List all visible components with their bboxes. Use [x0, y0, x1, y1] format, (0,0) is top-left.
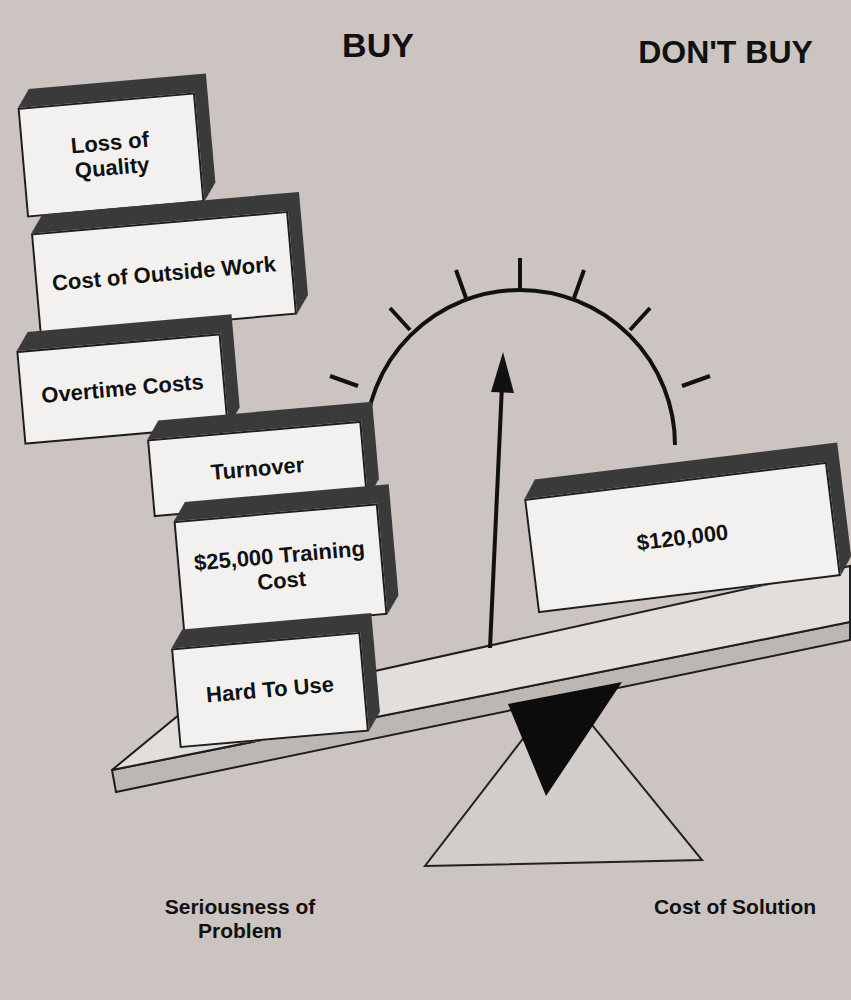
box-label: Overtime Costs	[30, 364, 215, 413]
problem-box: Hard To Use	[171, 632, 369, 748]
gauge-ticks	[330, 258, 710, 386]
problem-box: Cost of Outside Work	[31, 211, 297, 337]
fulcrum	[508, 682, 622, 796]
box-label: Hard To Use	[195, 667, 345, 713]
axis-label: Seriousness of Problem	[130, 895, 350, 943]
problem-box: Loss of Quality	[18, 92, 205, 217]
box-label: $120,000	[625, 514, 740, 561]
box-label: $25,000 Training Cost	[178, 530, 383, 606]
axis-label: Cost of Solution	[640, 895, 830, 919]
decision-label: BUY	[318, 26, 438, 65]
needle-head	[491, 352, 514, 393]
box-label: Loss of Quality	[22, 118, 200, 192]
decision-label: DON'T BUY	[600, 34, 851, 71]
gauge-arc	[365, 290, 675, 445]
problem-box: $25,000 Training Cost	[174, 503, 388, 632]
box-label: Cost of Outside Work	[41, 247, 287, 301]
gauge-needle	[490, 385, 502, 648]
box-label: Turnover	[199, 447, 315, 490]
problem-box: Turnover	[147, 421, 368, 517]
problem-box: Overtime Costs	[16, 333, 228, 445]
